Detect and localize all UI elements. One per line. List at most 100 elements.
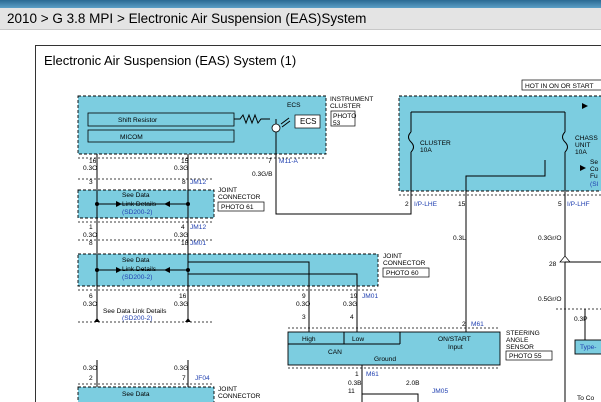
j3-see-1: See Data [122, 391, 150, 398]
to-label: To Co [577, 395, 595, 402]
conn-jm05: JM05 [432, 388, 448, 395]
wire-03l: 0.3L [453, 235, 466, 242]
sas-pin-2: 2 [462, 321, 466, 328]
j2-photo-box [382, 267, 430, 278]
j1-photo-box [217, 201, 265, 212]
j3-name-2: CONNECTOR [218, 393, 261, 400]
j1-name-1: JOINT [218, 187, 237, 194]
j2-ref: (SD200-2) [122, 274, 152, 281]
j2-name-1: JOINT [383, 253, 402, 260]
j3-pin-7: 7 [182, 375, 186, 382]
side-4: (Sl [590, 181, 599, 188]
breadcrumb: 2010 > G 3.8 MPI > Electronic Air Suspen… [0, 8, 601, 30]
j3-name-1: JOINT [218, 386, 237, 393]
lamp-icon [271, 123, 281, 133]
j2-see-2: Link Details [122, 266, 157, 273]
can-low: Low [352, 336, 364, 343]
hot-label: HOT IN ON OR START [525, 83, 594, 90]
onstart-2: Input [448, 344, 463, 351]
pin-16: 16 [89, 158, 97, 165]
j1-wire-r: 0.3G [174, 232, 188, 239]
j2-pin-6: 6 [89, 293, 93, 300]
sas-name-2: ANGLE [506, 337, 529, 344]
sas-photo-box [505, 350, 553, 361]
hot-label-box [521, 79, 601, 91]
sas-name-1: STEERING [506, 330, 540, 337]
j2-pin-3: 3 [302, 314, 306, 321]
onstart-1: ON/START [438, 336, 471, 343]
resistor-symbol [234, 113, 270, 125]
wire-03b: 0.3B [348, 380, 362, 387]
sas-pin-1: 1 [355, 371, 359, 378]
sas-name-3: SENSOR [506, 344, 534, 351]
j1-see-1: See Data [122, 192, 150, 199]
fb-pin-5: 5 [558, 201, 562, 208]
joint-connector-3 [77, 386, 215, 402]
j2-wire-r: 0.3G [174, 301, 188, 308]
j2-pin-19: 19 [350, 293, 358, 300]
side-2: Co [590, 166, 599, 173]
conn-m11a: M11-A [279, 158, 299, 165]
wire-05gro: 0.5Gr/O [538, 296, 561, 303]
ground-label: Ground [374, 356, 396, 363]
j3-wire-r: 0.3G [174, 365, 188, 372]
j3-conn: JF04 [195, 375, 210, 382]
conn-jm12-top: JM12 [190, 179, 206, 186]
fb-conn-iplhe: I/P-LHE [414, 201, 438, 208]
cluster-fuse-2: 10A [420, 147, 432, 154]
cluster-photo-1: PHOTO [333, 113, 356, 120]
j2-pin-9: 9 [302, 293, 306, 300]
fb-pin-2: 2 [405, 201, 409, 208]
j3-wire-l: 0.3O [83, 365, 97, 372]
chassis-fuse-3: 10A [575, 149, 587, 156]
type-label: Type- [580, 344, 597, 351]
j1-photo: PHOTO 61 [221, 204, 254, 211]
j2-name-2: CONNECTOR [383, 260, 426, 267]
wire-03p: 0.3P [574, 316, 588, 323]
fb-conn-iplhf: I/P-LHF [567, 201, 590, 208]
j2-see-1: See Data [122, 257, 150, 264]
sas-pin-11: 11 [348, 388, 355, 395]
side-3: Fu [590, 173, 598, 180]
wire-16-label: 0.3O [83, 165, 97, 172]
shift-resistor-box [87, 112, 235, 127]
cluster-photo-2: 53 [333, 120, 341, 127]
ecs-small-label: ECS [287, 102, 301, 109]
pin-8: 8 [182, 179, 186, 186]
micom-label: MICOM [120, 134, 143, 141]
j2-wire-l: 0.3O [83, 301, 97, 308]
j2-pin-16: 16 [179, 293, 187, 300]
j1-see-2: Link Details [122, 201, 157, 208]
cluster-name-2: CLUSTER [330, 103, 361, 110]
ecs-indicator-label: ECS [300, 117, 316, 126]
pin-3: 3 [89, 179, 93, 186]
j1-ref: (SD200-2) [122, 209, 152, 216]
cluster-name-1: INSTRUMENT [330, 96, 373, 103]
j1-pin-4: 4 [181, 224, 185, 231]
splice-28: 28 [549, 261, 557, 268]
diagram-frame [35, 45, 601, 402]
j2-wire-19: 0.3G [343, 301, 357, 308]
j1-wire-l: 0.3O [83, 232, 97, 239]
cluster-photo-box [330, 110, 356, 127]
cluster-fuse-symbol [408, 131, 414, 153]
wire-20b: 2.0B [406, 380, 420, 387]
shift-resistor-label: Shift Resistor [118, 117, 158, 124]
type-module [574, 339, 601, 355]
micom-box [87, 129, 235, 143]
j1-name-2: CONNECTOR [218, 194, 261, 201]
fb-pin-15: 15 [458, 201, 466, 208]
steering-angle-sensor [287, 331, 501, 366]
sas-conn: M61 [471, 321, 484, 328]
diagram-title: Electronic Air Suspension (EAS) System (… [44, 53, 297, 68]
j3-pin-2: 2 [89, 375, 93, 382]
sas-conn-m61b: M61 [366, 371, 379, 378]
see-details-2: (SD200-2) [122, 315, 152, 322]
chassis-fuse-2: UNIT [575, 142, 590, 149]
ecs-indicator-box [294, 114, 321, 129]
see-details-1: See Data Link Details [103, 308, 167, 315]
j2-photo: PHOTO 60 [386, 270, 419, 277]
j1-pin-1: 1 [89, 224, 93, 231]
j1-conn-2: JM01 [190, 240, 206, 247]
can-label: CAN [328, 349, 342, 356]
